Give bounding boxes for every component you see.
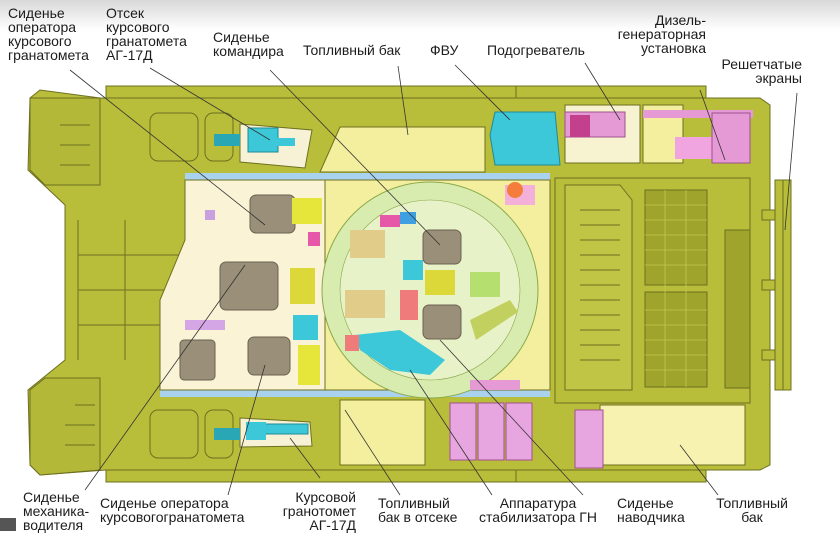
label-slat-armor: Решетчатые экраны xyxy=(721,56,802,86)
leader-lines xyxy=(69,62,798,496)
radiator-grille-lines xyxy=(645,190,707,387)
grenade-launcher-bottom xyxy=(214,417,313,448)
label-fuel-tank-compartment: Топливный бак в отсеке xyxy=(378,495,458,525)
label-grenade-launcher-bottom: Курсовой гранотомет АГ-17Д xyxy=(282,489,356,533)
corner-overlay xyxy=(0,518,16,531)
top-gradient-band xyxy=(0,0,840,30)
sponson-hatches xyxy=(149,112,234,459)
diesel-generator-unit xyxy=(643,110,753,164)
turret-ring xyxy=(321,179,551,399)
label-heater: Подогреватель xyxy=(487,42,585,58)
engine-compartment xyxy=(554,177,751,404)
label-seat-grenade-operator-bottom: Сиденье оператора курсовогогранатомета xyxy=(100,495,245,525)
crew-seats xyxy=(179,194,296,381)
label-driver-seat: Сиденье механика- водителя xyxy=(23,489,90,533)
label-commander-seat: Сиденье командира xyxy=(213,29,284,59)
turret-side-equipment xyxy=(470,182,535,390)
label-gunner-seat: Сиденье наводчика xyxy=(617,495,685,525)
bulkhead-strip-top xyxy=(185,173,550,180)
label-seat-grenade-operator-top: Сиденье оператора курсового гранатомета xyxy=(8,5,89,63)
grenade-launcher-top xyxy=(214,123,313,169)
label-fvu: ФВУ xyxy=(430,42,459,58)
bulkhead-strip-bottom xyxy=(160,390,550,397)
crew-equipment xyxy=(185,198,322,385)
fvu-unit xyxy=(489,111,561,166)
stabilizer-boxes xyxy=(449,402,604,469)
label-diesel-generator: Дизель- генераторная установка xyxy=(617,12,706,56)
label-grenade-launcher-compartment: Отсек курсового гранатомета АГ-17Д xyxy=(106,5,187,63)
heater-unit xyxy=(564,111,626,138)
label-fuel-tank-bottom: Топливный бак xyxy=(716,495,788,525)
slat-armor-screens xyxy=(761,179,792,391)
label-fuel-tank-top: Топливный бак xyxy=(303,42,401,58)
label-stabilizer-equipment: Аппаратура стабилизатора ГН xyxy=(479,495,597,525)
